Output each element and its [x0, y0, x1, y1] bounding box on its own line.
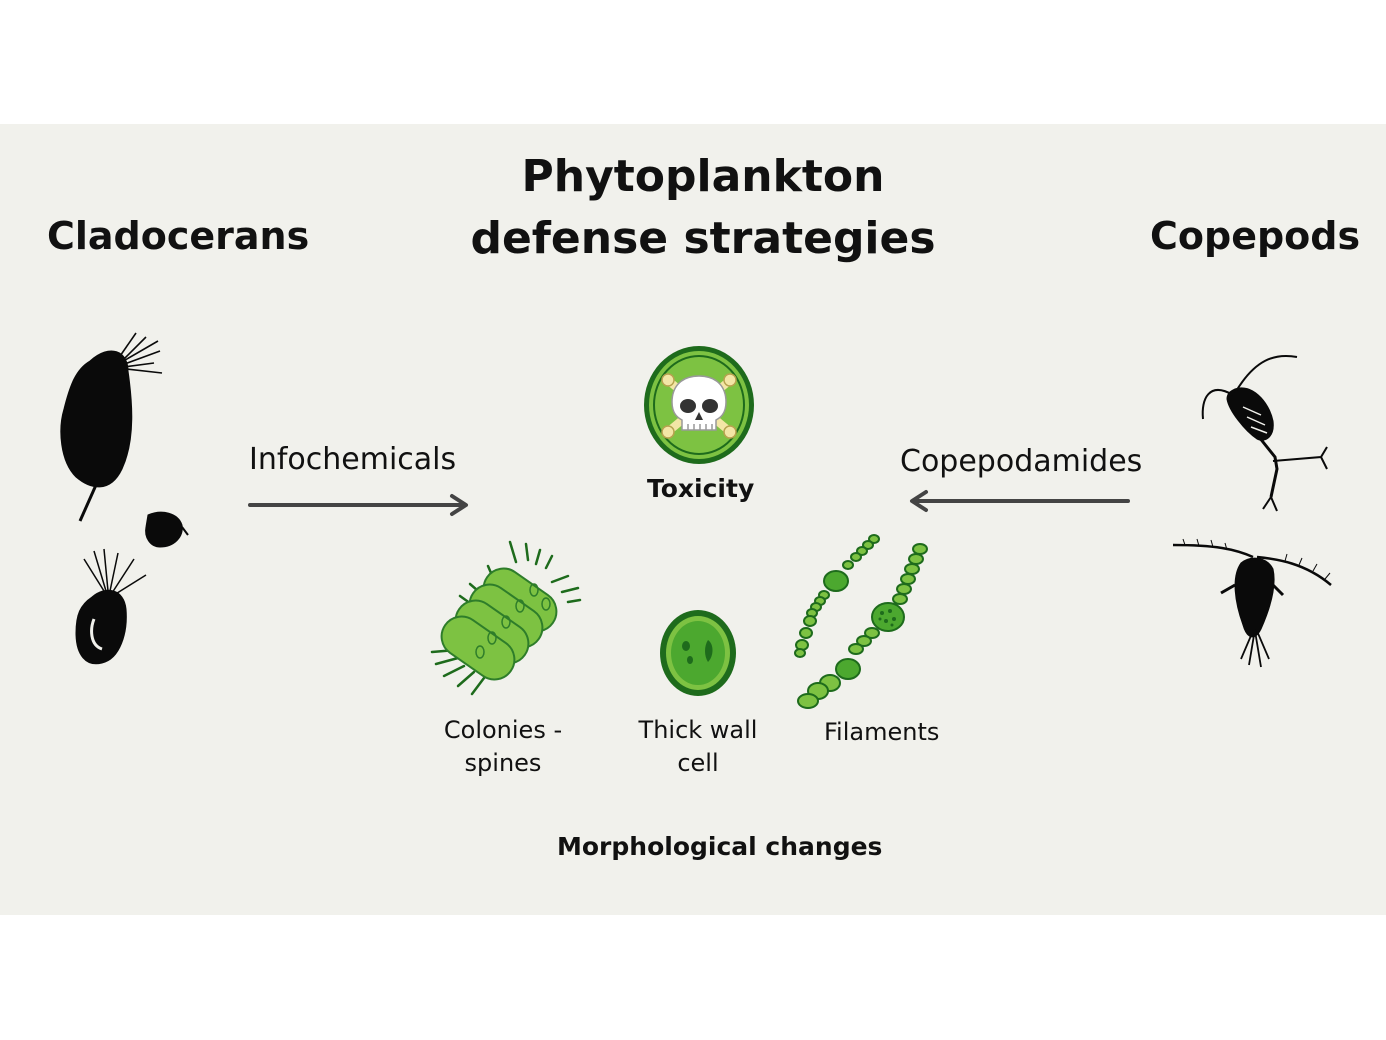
filaments-label: Filaments [824, 718, 940, 746]
toxicity-label: Toxicity [647, 474, 755, 503]
infochemicals-arrow [248, 494, 468, 516]
title-line-2: defense strategies [470, 213, 936, 264]
colonies-spines-label: Colonies - spines [430, 714, 576, 780]
thick-wall-cell-icon [660, 610, 736, 696]
thick-wall-cell-label: Thick wall cell [628, 714, 768, 780]
skull-icon [644, 346, 754, 464]
diagram-title: Phytoplankton defense strategies [393, 146, 1013, 270]
colonies-line-2: spines [464, 749, 542, 777]
thick-wall-line-2: cell [677, 749, 719, 777]
morphological-changes-label: Morphological changes [557, 832, 883, 861]
title-line-1: Phytoplankton [521, 151, 885, 202]
algae-colony-icon [430, 540, 582, 696]
diagram-panel: Phytoplankton defense strategies Cladoce… [0, 124, 1386, 915]
cladocerans-heading: Cladocerans [47, 214, 310, 258]
copepodamides-label: Copepodamides [900, 444, 1143, 479]
thick-wall-line-1: Thick wall [638, 716, 758, 744]
colonies-line-1: Colonies - [443, 716, 563, 744]
copepodamides-arrow [910, 490, 1130, 512]
filament-icon [794, 534, 928, 709]
copepod-icon [1172, 354, 1332, 668]
daphnia-icon [60, 332, 189, 665]
copepods-heading: Copepods [1150, 214, 1361, 258]
infochemicals-label: Infochemicals [249, 442, 457, 477]
